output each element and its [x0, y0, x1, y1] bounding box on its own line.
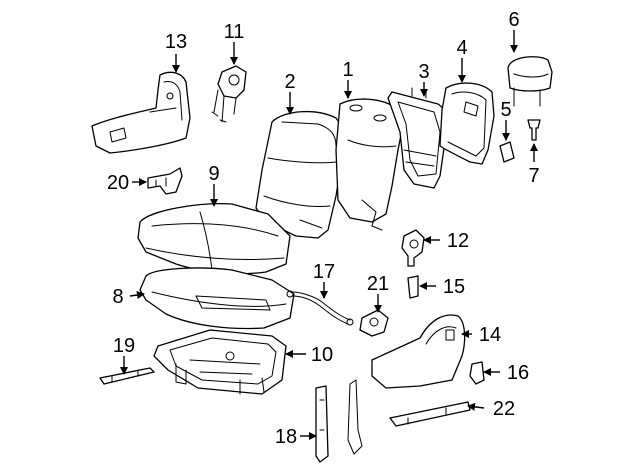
part-19-bar [99, 367, 155, 385]
part-8-cushion-pad [139, 267, 295, 330]
callout-15: 15 [443, 276, 465, 298]
callout-12: 12 [447, 230, 469, 252]
callout-9: 9 [208, 163, 219, 185]
callout-7: 7 [528, 165, 539, 187]
leader-lines [120, 30, 538, 440]
part-1-seatback-pad [335, 98, 405, 231]
part-16-clip [469, 361, 485, 385]
part-17-release-rod [286, 290, 354, 326]
callout-17: 17 [313, 261, 335, 283]
callout-21: 21 [367, 273, 389, 295]
callout-6: 6 [508, 9, 519, 31]
part-21-lever [359, 309, 389, 337]
callout-1: 1 [342, 59, 353, 81]
part-10-seat-frame [153, 329, 287, 395]
part-20-bracket [147, 167, 183, 195]
callout-11: 11 [224, 21, 245, 43]
part-5-clip [499, 141, 515, 163]
callout-13: 13 [165, 31, 187, 53]
callout-16: 16 [507, 362, 529, 384]
callout-2: 2 [284, 71, 295, 93]
part-18-bracket [315, 379, 363, 463]
callout-10: 10 [311, 344, 333, 366]
callout-14: 14 [479, 324, 501, 346]
callout-20: 20 [107, 172, 129, 194]
callout-5: 5 [500, 99, 511, 121]
part-7-headrest-guide [527, 119, 541, 141]
part-15-cover [407, 275, 419, 299]
part-4-back-board [439, 82, 495, 165]
part-12-adjuster [401, 229, 425, 267]
callout-4: 4 [456, 37, 467, 59]
callout-labels: 13 11 2 1 3 4 6 5 7 20 9 8 12 17 21 15 1… [107, 9, 540, 448]
part-14-side-shield [371, 314, 466, 389]
callout-3: 3 [418, 61, 429, 83]
callout-8: 8 [112, 286, 123, 308]
callout-18: 18 [275, 426, 297, 448]
part-11-recliner-mechanism [211, 65, 247, 123]
part-9-cushion-cover [137, 203, 291, 275]
part-22-link [389, 401, 471, 427]
callout-19: 19 [113, 335, 135, 357]
part-6-headrest [507, 56, 553, 107]
part-13-side-trim [91, 71, 191, 154]
callout-22: 22 [493, 398, 515, 420]
